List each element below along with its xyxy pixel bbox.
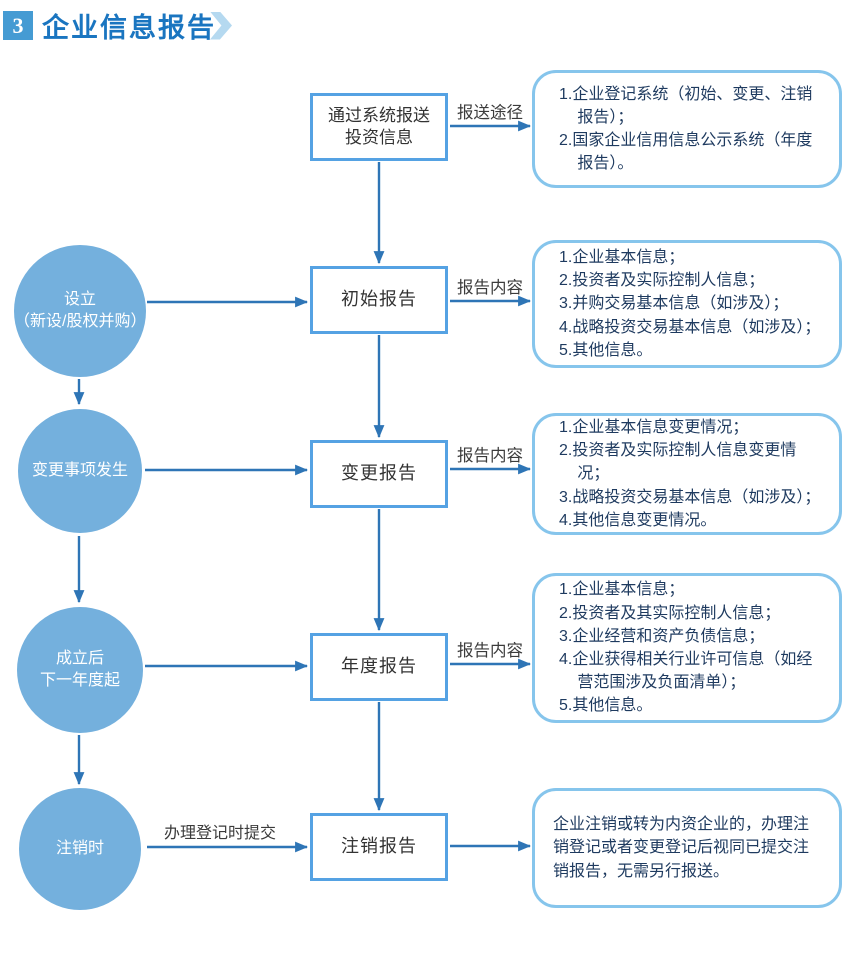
submit-arrow-label: 办理登记时提交 (163, 825, 276, 842)
trigger-line: 成立后 (55, 649, 104, 667)
page-title: 企业信息报告 (42, 13, 216, 43)
path-arrow-label: 报送途径 (457, 104, 523, 122)
change-detail-list: 1.企业基本信息变更情况； 2.投资者及实际控制人信息变更情况； 3.战略投资交… (559, 416, 825, 532)
trigger-line: （新设/股权并购） (14, 313, 147, 330)
detail-item: 1.企业基本信息变更情况； (559, 419, 749, 437)
detail-item: 3.战略投资交易基本信息（如涉及）； (559, 488, 821, 506)
annual-detail-list: 1.企业基本信息； 2.投资者及其实际控制人信息； 3.企业经营和资产负债信息；… (559, 578, 825, 717)
channels-list: 1.企业登记系统（初始、变更、注销报告）； 2.国家企业信用信息公示系统（年度报… (559, 83, 825, 176)
detail-item: 2.国家企业信用信息公示系统（年度报告）。 (559, 132, 813, 173)
change-detail-box: 1.企业基本信息变更情况； 2.投资者及实际控制人信息变更情况； 3.战略投资交… (532, 413, 842, 535)
content-arrow-label: 报告内容 (457, 642, 523, 660)
channels-detail-box: 1.企业登记系统（初始、变更、注销报告）； 2.国家企业信用信息公示系统（年度报… (532, 70, 842, 188)
trigger-circle-setup: 设立 （新设/股权并购） (14, 245, 146, 377)
detail-item: 2.投资者及实际控制人信息变更情况； (559, 442, 797, 483)
detail-item: 3.企业经营和资产负债信息； (559, 627, 765, 645)
detail-item: 5.其他信息。 (559, 697, 653, 715)
content-arrow-label: 报告内容 (457, 447, 523, 465)
detail-item: 1.企业登记系统（初始、变更、注销报告）； (559, 85, 813, 126)
detail-item: 1.企业基本信息； (559, 581, 685, 599)
initial-detail-box: 1.企业基本信息； 2.投资者及实际控制人信息； 3.并购交易基本信息（如涉及）… (532, 240, 842, 368)
detail-item: 2.投资者及其实际控制人信息； (559, 604, 781, 622)
detail-item: 1.企业基本信息； (559, 249, 685, 267)
trigger-line: 下一年度起 (39, 672, 120, 689)
detail-item: 4.战略投资交易基本信息（如涉及）； (559, 318, 821, 336)
trigger-circle-cancel: 注销时 (19, 788, 141, 910)
page-header: 3 企业信息报告 (3, 6, 232, 45)
trigger-line: 变更事项发生 (31, 461, 128, 479)
trigger-line: 设立 (63, 290, 96, 308)
detail-item: 4.其他信息变更情况。 (559, 511, 717, 529)
system-report-line1: 通过系统报送 (328, 105, 430, 125)
content-arrow-label: 报告内容 (457, 279, 523, 297)
system-report-box: 通过系统报送 投资信息 (310, 93, 448, 161)
trigger-circle-change: 变更事项发生 (18, 409, 142, 533)
report-box-initial: 初始报告 (310, 266, 448, 334)
initial-detail-list: 1.企业基本信息； 2.投资者及实际控制人信息； 3.并购交易基本信息（如涉及）… (559, 246, 825, 362)
detail-item: 3.并购交易基本信息（如涉及）； (559, 295, 789, 313)
cancel-detail-text: 企业注销或转为内资企业的，办理注销登记或者变更登记后视同已提交注销报告，无需另行… (553, 816, 810, 880)
trigger-circle-annual: 成立后 下一年度起 (17, 607, 143, 733)
detail-item: 4.企业获得相关行业许可信息（如经营范围涉及负面清单）； (559, 651, 813, 692)
report-box-change: 变更报告 (310, 440, 448, 508)
section-number-badge: 3 (3, 11, 33, 40)
detail-item: 2.投资者及实际控制人信息； (559, 272, 765, 290)
system-report-line2: 投资信息 (345, 128, 413, 147)
annual-detail-box: 1.企业基本信息； 2.投资者及其实际控制人信息； 3.企业经营和资产负债信息；… (532, 573, 842, 723)
detail-item: 5.其他信息。 (559, 341, 653, 359)
trigger-line: 注销时 (55, 839, 104, 857)
cancel-detail-box: 企业注销或转为内资企业的，办理注销登记或者变更登记后视同已提交注销报告，无需另行… (532, 788, 842, 908)
report-box-annual: 年度报告 (310, 633, 448, 701)
report-box-cancel: 注销报告 (310, 813, 448, 881)
